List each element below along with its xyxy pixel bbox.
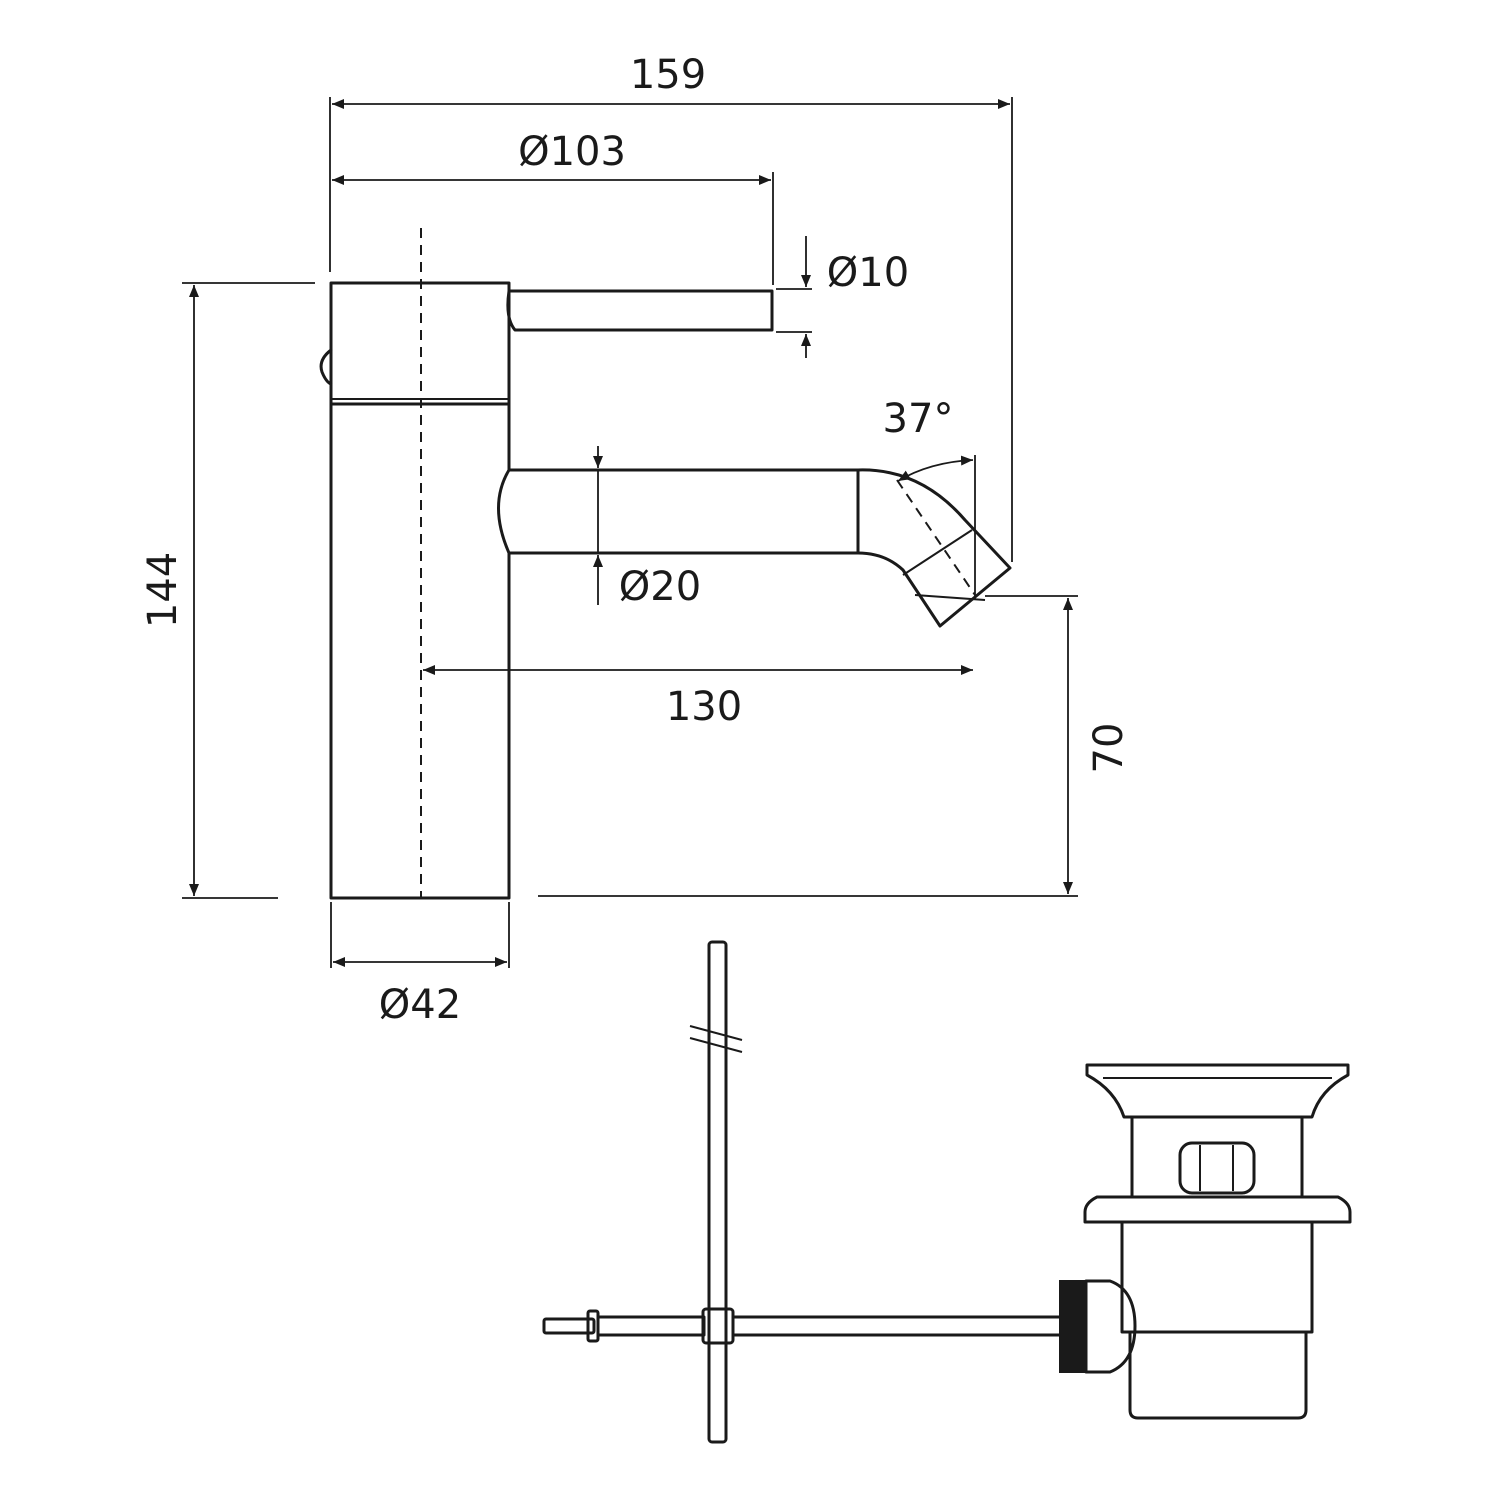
faucet: [319, 228, 1012, 900]
pop-up-waste: [542, 940, 1352, 1444]
dim-handle-dia: Ø103: [518, 129, 626, 175]
dim-spout-dia: Ø20: [619, 564, 701, 610]
waste-side-connector: [1084, 1279, 1137, 1374]
spout-tip-outlet: [914, 594, 986, 601]
waste-tail: [1128, 1330, 1308, 1420]
rod-break-mark-2: [689, 1037, 743, 1053]
dim-height: 144: [140, 552, 186, 628]
waste-overflow-slot: [1178, 1141, 1256, 1195]
linkage-rod-left: [542, 1317, 596, 1335]
dim-spout-height: 70: [1086, 723, 1132, 774]
lever: [506, 289, 774, 332]
spout-tip-hidden: [896, 479, 976, 596]
handle-knob: [319, 348, 333, 386]
pull-rod: [707, 940, 728, 1444]
linkage-rod: [596, 1315, 706, 1337]
waste-flange-top: [1085, 1063, 1350, 1119]
spout-pipe: [497, 468, 860, 555]
rod-break-mark: [689, 1025, 743, 1041]
waste-flange-mid: [1083, 1195, 1352, 1224]
waste-lower-body: [1120, 1220, 1314, 1334]
dim-base-dia: Ø42: [379, 982, 461, 1028]
dim-lever-dia: Ø10: [827, 250, 909, 296]
linkage-rod-right: [731, 1315, 1065, 1337]
dim-overall-width: 159: [630, 52, 706, 98]
spout-tip: [856, 468, 1012, 628]
spout-tip-divider: [902, 529, 973, 576]
waste-upper-body: [1130, 1115, 1304, 1199]
connector-nut: [1059, 1280, 1087, 1373]
dim-reach: 130: [666, 684, 742, 730]
dim-spout-angle: 37°: [883, 396, 954, 442]
dim-angle-arc: [897, 455, 974, 482]
dimensions: 159 Ø103 Ø10 144 37° Ø20 130 70: [140, 52, 1132, 1028]
